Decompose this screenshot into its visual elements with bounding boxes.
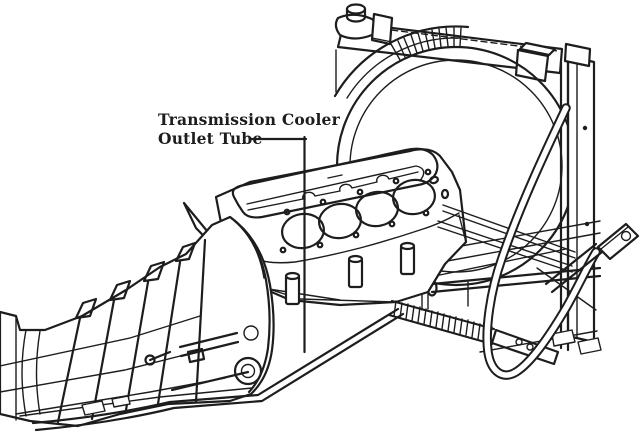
leader-line: [249, 135, 308, 354]
pan-rail-line: [19, 387, 253, 417]
bracket-hole: [620, 230, 632, 242]
foot-plate-left: [551, 329, 576, 347]
callout-line-1: Transmission Cooler: [158, 110, 340, 129]
cooler-line-bracket: [544, 222, 640, 294]
head-bolt-holes: [279, 168, 450, 254]
foot-plate-right: [577, 337, 602, 355]
bottom-frame-line: [479, 330, 598, 353]
lower-support-tube: [421, 266, 602, 311]
bellhousing: [228, 215, 271, 394]
callout-label: Transmission Cooler Outlet Tube: [158, 110, 340, 148]
callout-line-2: Outlet Tube: [158, 129, 263, 148]
tube-fitting-2: [111, 395, 131, 408]
tail-housing-lines: [15, 315, 41, 421]
deck-far-edge: [247, 171, 419, 211]
valley-rail: [231, 147, 439, 219]
shroud-band-hatching: [390, 27, 462, 61]
transmission-ribs: [56, 238, 207, 424]
engine-studs: [284, 241, 416, 306]
transmission: [0, 215, 275, 428]
cooler-tubes: [31, 307, 405, 432]
radiator-cap-icon: [334, 3, 378, 40]
radiator-mount-bracket-left: [370, 12, 394, 46]
engine-block: [182, 147, 576, 307]
radiator-mount-bracket-right: [514, 41, 557, 83]
lower-rod: [536, 267, 597, 311]
tube-fitting-1: [81, 400, 106, 416]
tank-top-fitting: [563, 42, 592, 68]
crossmember: [144, 331, 250, 392]
cylinder-bores: [280, 178, 437, 250]
lower-hose: [482, 103, 601, 380]
cooler-band-edges: [387, 299, 496, 346]
shroud-band-outer: [333, 25, 470, 98]
